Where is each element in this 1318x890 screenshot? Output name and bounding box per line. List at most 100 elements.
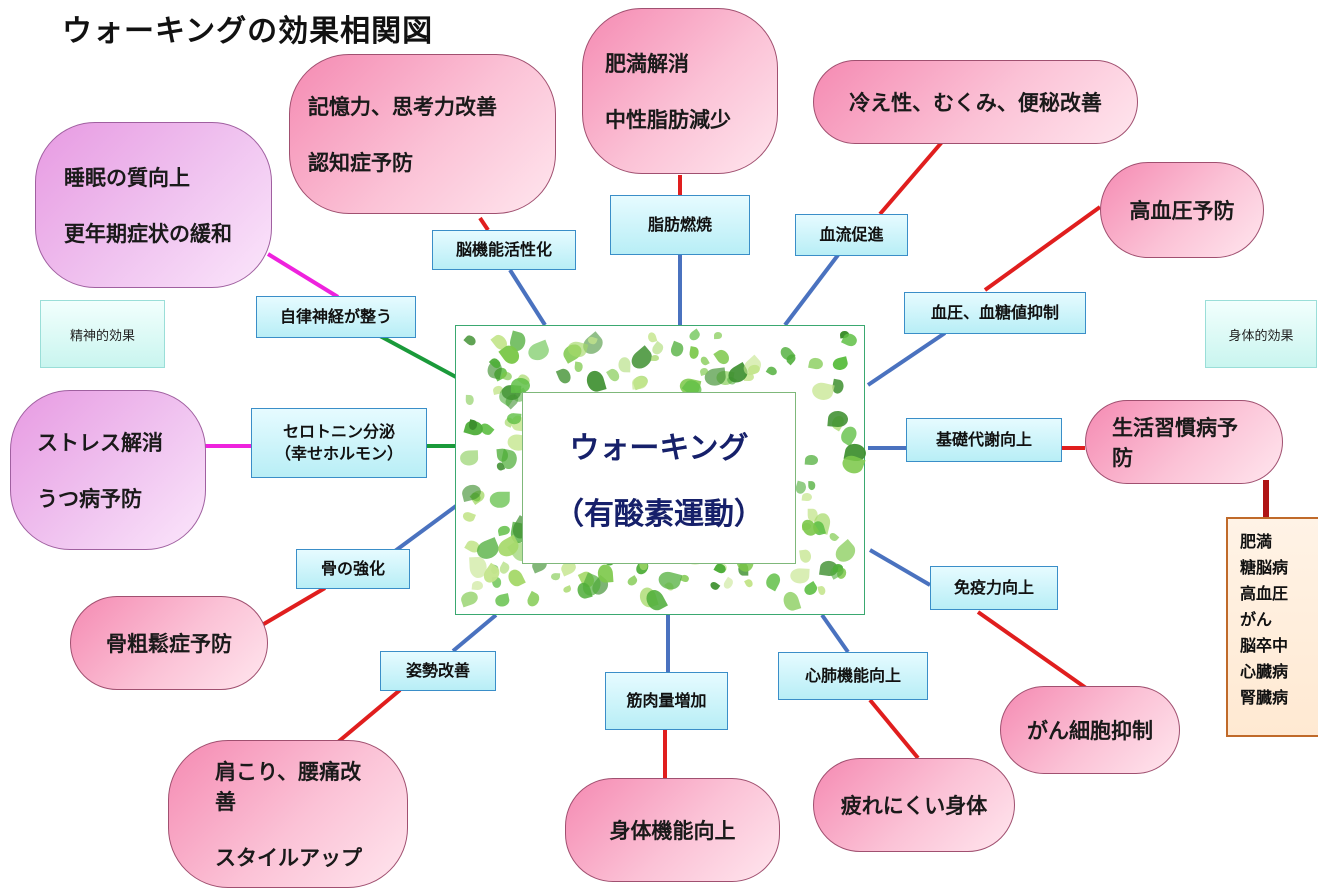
label-serotonin: セロトニン分泌 （幸せホルモン） (251, 408, 427, 478)
disease-item: 腎臓病 (1240, 688, 1289, 707)
line-cardio (820, 613, 850, 654)
leaf-decoration (816, 585, 827, 596)
label-cardio: 心肺機能向上 (778, 652, 928, 700)
leaf-decoration (832, 356, 850, 372)
effect-lifestyle: 生活習慣病予防 (1085, 400, 1283, 484)
effect-memory-line1: 記憶力、思考力改善 (308, 95, 497, 119)
effect-stress-line1: ストレス解消 (37, 431, 163, 455)
leaf-decoration (721, 576, 735, 591)
label-serotonin-line2: （幸せホルモン） (274, 444, 403, 463)
line-posture (451, 613, 498, 653)
center-subtitle: （有酸素運動） (554, 497, 764, 532)
effect-osteo-text: 骨粗鬆症予防 (106, 632, 232, 656)
leaf-decoration (631, 376, 647, 390)
disease-item: 脳卒中 (1240, 636, 1289, 655)
leaf-decoration (597, 563, 614, 583)
leaf-decoration (650, 341, 666, 357)
leaf-decoration (526, 340, 552, 364)
line-cold (878, 140, 944, 216)
line-blood (783, 253, 840, 327)
label-blood-flow: 血流促進 (795, 214, 908, 256)
disease-item: 肥満 (1240, 532, 1273, 551)
leaf-decoration (764, 571, 783, 592)
line-hypertension (983, 205, 1102, 292)
effect-memory-line2: 認知症予防 (308, 151, 413, 175)
leaf-decoration (459, 450, 479, 466)
effect-cold: 冷え性、むくみ、便秘改善 (813, 60, 1138, 144)
effect-obesity-line1: 肥満解消 (605, 52, 689, 76)
leaf-decoration (807, 481, 816, 491)
leaf-decoration (801, 492, 813, 502)
effect-fatigue-text: 疲れにくい身体 (840, 794, 988, 818)
label-metabolism: 基礎代謝向上 (906, 418, 1062, 462)
label-fat: 脂肪燃焼 (610, 195, 750, 255)
leaf-decoration (699, 354, 711, 367)
leaf-decoration (802, 581, 820, 598)
leaf-decoration (643, 587, 669, 614)
effect-fatigue: 疲れにくい身体 (813, 758, 1015, 852)
leaf-decoration (804, 454, 819, 466)
disease-list: 肥満 糖脳病 高血圧 がん 脳卒中 心臓病 腎臓病 (1226, 517, 1318, 737)
category-mental: 精神的効果 (40, 300, 165, 368)
leaf-decoration (497, 524, 511, 537)
leaf-decoration (551, 573, 561, 581)
effect-lifestyle-text: 生活習慣病予防 (1112, 416, 1238, 470)
leaf-decoration (471, 580, 484, 591)
label-brain: 脳機能活性化 (432, 230, 576, 270)
line-shoulder (336, 688, 402, 744)
leaf-decoration (650, 354, 659, 362)
leaf-decoration (625, 574, 639, 588)
leaf-decoration (765, 364, 779, 377)
leaf-decoration (841, 331, 860, 349)
label-bp: 血圧、血糖値抑制 (904, 292, 1086, 334)
disease-item: 心臓病 (1240, 662, 1289, 681)
leaf-decoration (646, 330, 658, 343)
leaf-decoration (496, 448, 509, 463)
effect-cancer-text: がん細胞抑制 (1027, 719, 1153, 743)
disease-item: 糖脳病 (1240, 558, 1289, 577)
leaf-decoration (493, 594, 511, 609)
page-title: ウォーキングの効果相関図 (62, 14, 434, 49)
leaf-decoration (810, 380, 835, 402)
leaf-decoration (500, 370, 513, 382)
effect-shoulder: 肩こり、腰痛改善 スタイルアップ (168, 740, 408, 888)
leaf-decoration (668, 341, 685, 359)
effect-body: 身体機能向上 (565, 778, 780, 882)
leaf-decoration (490, 491, 511, 508)
label-autonomic: 自律神経が整う (256, 296, 416, 338)
leaf-decoration (562, 585, 573, 595)
leaf-decoration (459, 589, 480, 608)
line-bp (866, 331, 947, 387)
effect-shoulder-line1: 肩こり、腰痛改善 (215, 760, 362, 814)
line-bone (393, 504, 458, 553)
leaf-decoration (466, 394, 475, 405)
label-serotonin-line1: セロトニン分泌 (282, 422, 395, 442)
leaf-decoration (584, 368, 606, 394)
leaf-decoration (617, 357, 630, 373)
effect-obesity: 肥満解消 中性脂肪減少 (582, 8, 778, 174)
leaf-decoration (827, 410, 850, 429)
category-physical: 身体的効果 (1205, 300, 1317, 368)
disease-item: がん (1240, 610, 1273, 629)
leaf-decoration (555, 366, 573, 385)
effect-sleep-line1: 睡眠の質向上 (64, 166, 190, 190)
leaf-decoration (469, 556, 487, 579)
center-panel: ウォーキング （有酸素運動） (455, 325, 868, 615)
line-brain (508, 268, 547, 327)
leaf-decoration (713, 331, 723, 339)
line-cancer (976, 610, 1088, 690)
effect-memory: 記憶力、思考力改善 認知症予防 (289, 54, 556, 214)
leaf-decoration (524, 590, 542, 609)
leaf-decoration (463, 333, 479, 348)
label-bone: 骨の強化 (296, 549, 410, 589)
leaf-decoration (687, 328, 703, 343)
line-fatigue (868, 698, 920, 760)
leaf-decoration (798, 548, 812, 564)
line-immunity (868, 548, 932, 587)
effect-stress-line2: うつ病予防 (37, 487, 142, 511)
leaf-decoration (808, 356, 824, 371)
leaf-decoration (827, 530, 840, 543)
line-osteo (255, 586, 327, 630)
line-autonomic (379, 334, 457, 379)
label-posture: 姿勢改善 (380, 651, 496, 691)
